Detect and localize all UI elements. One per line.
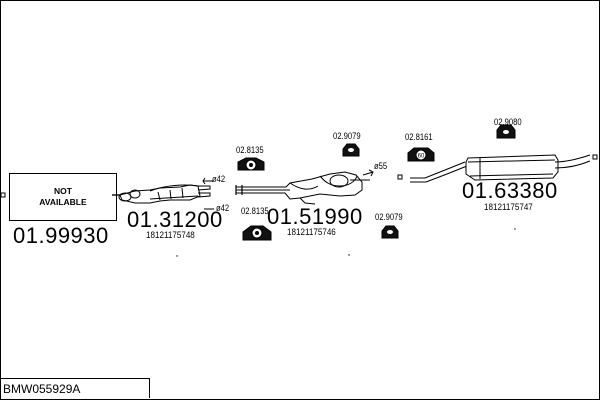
label-mount-2813-bottom: 02.8135 [241, 206, 269, 216]
part-code-front-pipe: 01.99930 [13, 223, 109, 248]
mount-2813-top-icon [237, 157, 265, 171]
label-diameter-42-bottom: ø42 [216, 203, 230, 213]
mount-2907-bottom-icon [381, 225, 399, 239]
joint-marker [397, 174, 403, 180]
part-ref-rear-silencer: 18121175747 [484, 202, 533, 213]
part-code-catalytic: 01.31200 [127, 207, 223, 232]
mount-2908-icon [496, 124, 516, 139]
d55-arrow [362, 169, 374, 177]
not-available-line2: AVAILABLE [39, 197, 87, 207]
dot [348, 254, 350, 256]
middle-silencer-drawing [235, 171, 370, 205]
part-ref-catalytic: 18121175748 [146, 230, 195, 241]
not-available-box: NOT AVAILABLE [9, 173, 117, 221]
mount-2813-bottom-icon [242, 225, 272, 241]
mount-2907-top-icon [342, 143, 360, 157]
label-mount-2813-top: 02.8135 [236, 145, 264, 155]
dot [514, 228, 516, 230]
not-available-line1: NOT [54, 186, 72, 196]
left-edge-marker [0, 192, 6, 198]
label-diameter-42-top: ø42 [212, 174, 226, 184]
part-ref-middle-silencer: 18121175746 [287, 227, 336, 238]
rear-silencer-drawing [410, 154, 591, 183]
diagram-title: BMW055929A [0, 378, 150, 398]
label-mount-2907-top: 02.9079 [333, 131, 361, 141]
catalytic-converter-drawing [112, 184, 211, 204]
mount-2816-icon: 60 [407, 147, 435, 162]
label-mount-2816: 02.8161 [405, 132, 433, 142]
label-diameter-55: ø55 [374, 161, 388, 171]
part-code-rear-silencer: 01.63380 [462, 178, 558, 203]
d42-top-arrow [202, 177, 213, 185]
dot [176, 255, 178, 257]
part-code-middle-silencer: 01.51990 [267, 204, 363, 229]
svg-text:60: 60 [418, 154, 425, 160]
label-mount-2907-bottom: 02.9079 [375, 212, 403, 222]
label-mount-2908: 02.9080 [494, 117, 522, 127]
right-edge-marker [592, 154, 598, 160]
